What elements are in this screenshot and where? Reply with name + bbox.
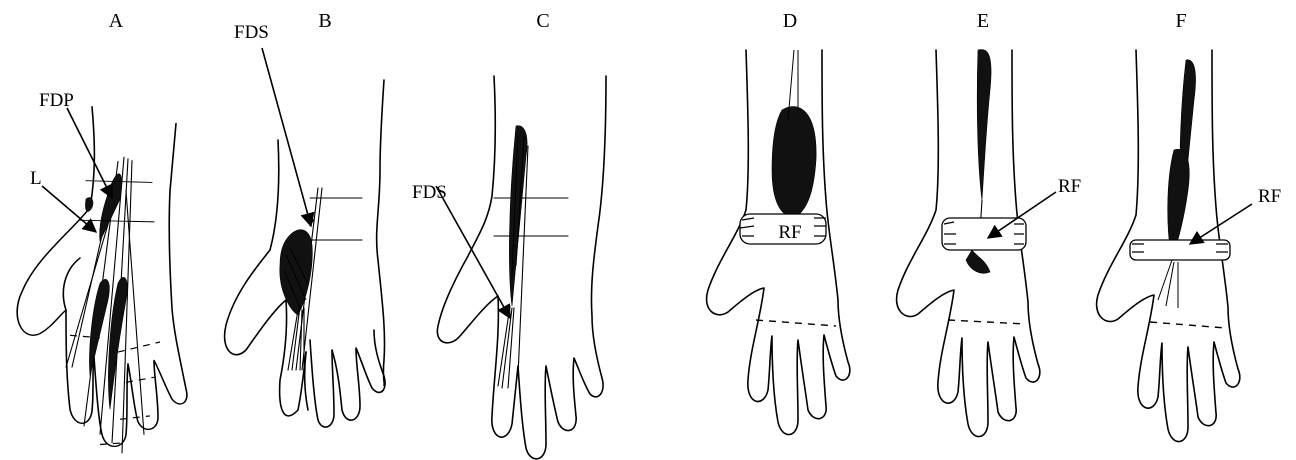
panel-a: A FDP L: [17, 10, 187, 453]
panel-label-d: D: [783, 10, 797, 32]
pointer-arrow-fdp: [67, 108, 112, 198]
panel-f: F RF: [1097, 10, 1282, 442]
panel-e: E RF: [897, 10, 1082, 437]
panel-label-b: B: [318, 10, 331, 32]
structure-label-fds-c: FDS: [412, 182, 447, 203]
pointer-arrow-fds-b: [262, 48, 311, 226]
pointer-arrow-rf-f: [1190, 204, 1252, 244]
structure-label-rf-e: RF: [1058, 176, 1081, 197]
panel-label-a: A: [109, 10, 124, 32]
panel-label-e: E: [977, 10, 989, 32]
structure-label-fds-b: FDS: [234, 22, 269, 43]
structure-label-rf-d: RF: [778, 222, 801, 243]
structure-label-fdp: FDP: [39, 90, 74, 111]
panel-d: D RF: [707, 10, 850, 435]
structure-label-rf-f: RF: [1258, 186, 1281, 207]
panel-label-c: C: [536, 10, 549, 32]
panel-b: B FDS: [225, 10, 385, 427]
structure-label-l: L: [30, 168, 42, 189]
panel-label-f: F: [1175, 10, 1186, 32]
panel-c: C FDS: [412, 10, 606, 459]
